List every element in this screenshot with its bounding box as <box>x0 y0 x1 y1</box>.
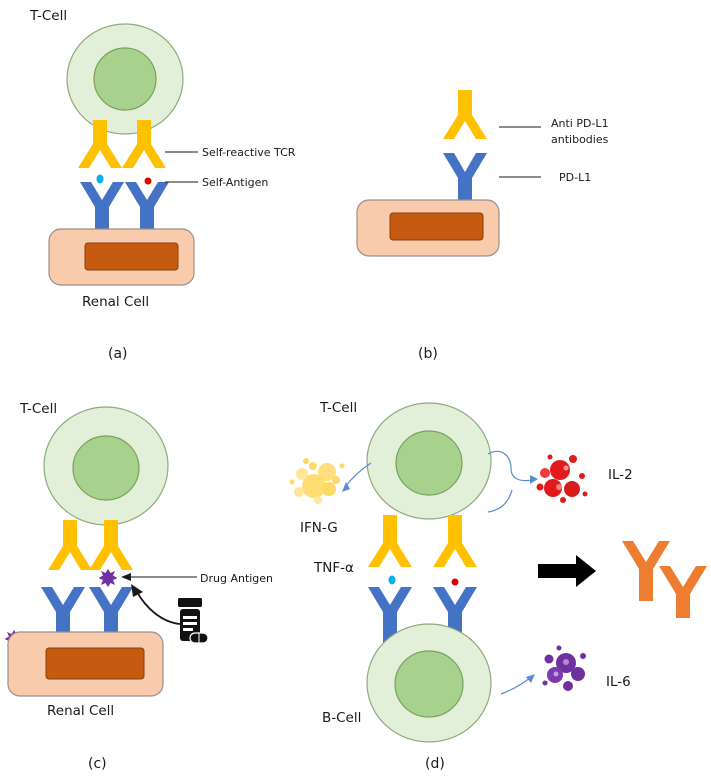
drug-antigen-star <box>98 569 118 587</box>
pd-l1-receptor <box>443 153 487 205</box>
ifn-g-cytokine-cluster <box>289 458 345 504</box>
orange-antibodies <box>622 541 707 618</box>
panel-c-t-cell <box>43 406 169 526</box>
anti-pd-l1-antibody <box>443 90 487 139</box>
t-cell-nucleus <box>93 47 157 111</box>
panel-b-antibody-label-line2: antibodies <box>551 133 609 146</box>
panel-c-renal-nucleus <box>45 647 145 680</box>
panel-a-tcr-label: Self-reactive TCR <box>202 146 296 159</box>
panel-c: T-Cell Drug Antigen <box>4 401 273 772</box>
panel-a-renal-nucleus <box>84 242 179 271</box>
panel-a-antigen-label: Self-Antigen <box>202 176 268 189</box>
antibody-left <box>622 541 670 601</box>
b-cell-nucleus <box>394 650 464 718</box>
panel-d-t-cell-label: T-Cell <box>319 400 357 416</box>
panel-d-t-cell <box>366 402 492 520</box>
panel-b-caption: (b) <box>418 346 438 362</box>
panel-a: T-Cell Self-reactive TCR Self-A <box>29 8 296 362</box>
il6-curve-arrow <box>500 677 531 695</box>
panel-a-caption: (a) <box>108 346 128 362</box>
drug-binding-arrow <box>136 591 181 625</box>
panel-d-caption: (d) <box>425 756 445 772</box>
production-arrow <box>538 555 596 587</box>
panel-d-il6-label: IL-6 <box>606 674 631 690</box>
panel-b-pdl1-label: PD-L1 <box>559 171 591 184</box>
panel-d-ifn-label: IFN-G <box>300 520 338 536</box>
panel-a-receptor-left <box>80 182 124 235</box>
panel-b-antibody-label-line1: Anti PD-L1 <box>551 117 609 130</box>
drug-leader-arrowhead <box>121 573 131 581</box>
panel-d-tnf-label: TNF-α <box>313 560 354 576</box>
pill-bottle-icon <box>178 598 209 644</box>
panel-c-caption: (c) <box>88 756 107 772</box>
panel-b: Anti PD-L1 antibodies PD-L1 (b) <box>356 90 609 362</box>
panel-a-renal-label: Renal Cell <box>82 294 149 310</box>
panel-a-tcr-right <box>122 120 166 168</box>
panel-d-b-cell <box>366 623 492 743</box>
il-6-cytokine-cluster <box>542 645 586 691</box>
panel-b-renal-nucleus <box>389 212 484 241</box>
panel-d-tcr-left <box>368 515 412 567</box>
ifn-arrowhead <box>342 482 350 492</box>
panel-c-tcr-right <box>89 520 133 570</box>
t-cell-nucleus <box>72 435 140 501</box>
panel-c-tcr-left <box>48 520 92 570</box>
panel-c-renal-label: Renal Cell <box>47 703 114 719</box>
panel-d-tcr-right <box>433 515 477 567</box>
panel-d-receptor-left <box>368 587 412 645</box>
panel-d-il2-label: IL-2 <box>608 467 633 483</box>
panel-a-receptor-right <box>125 182 169 235</box>
il2-curve-arrow-upper <box>487 450 533 482</box>
panel-c-t-cell-label: T-Cell <box>19 401 57 417</box>
self-antigen-blue <box>96 174 104 184</box>
panel-a-t-cell <box>66 23 184 135</box>
panel-a-tcr-left <box>78 120 122 168</box>
self-antigen-red <box>144 177 152 185</box>
t-cell-nucleus <box>395 430 463 496</box>
antibody-right <box>659 566 707 618</box>
panel-c-receptor-right <box>89 587 133 640</box>
il-2-cytokine-cluster <box>536 454 588 503</box>
panel-d-b-cell-label: B-Cell <box>322 710 361 726</box>
panel-c-drug-label: Drug Antigen <box>200 572 273 585</box>
antigen-blue <box>388 575 396 585</box>
antigen-red <box>451 578 459 586</box>
il2-curve-arrow-lower <box>487 489 513 513</box>
drug-binding-arrowhead <box>131 584 143 597</box>
panel-d-receptor-right <box>433 587 477 645</box>
panel-c-receptor-left <box>41 587 85 640</box>
il2-arrowhead <box>530 475 538 484</box>
panel-d: T-Cell B-Cell <box>289 400 707 772</box>
panel-a-t-cell-label: T-Cell <box>29 8 67 24</box>
il6-arrowhead <box>526 674 535 683</box>
